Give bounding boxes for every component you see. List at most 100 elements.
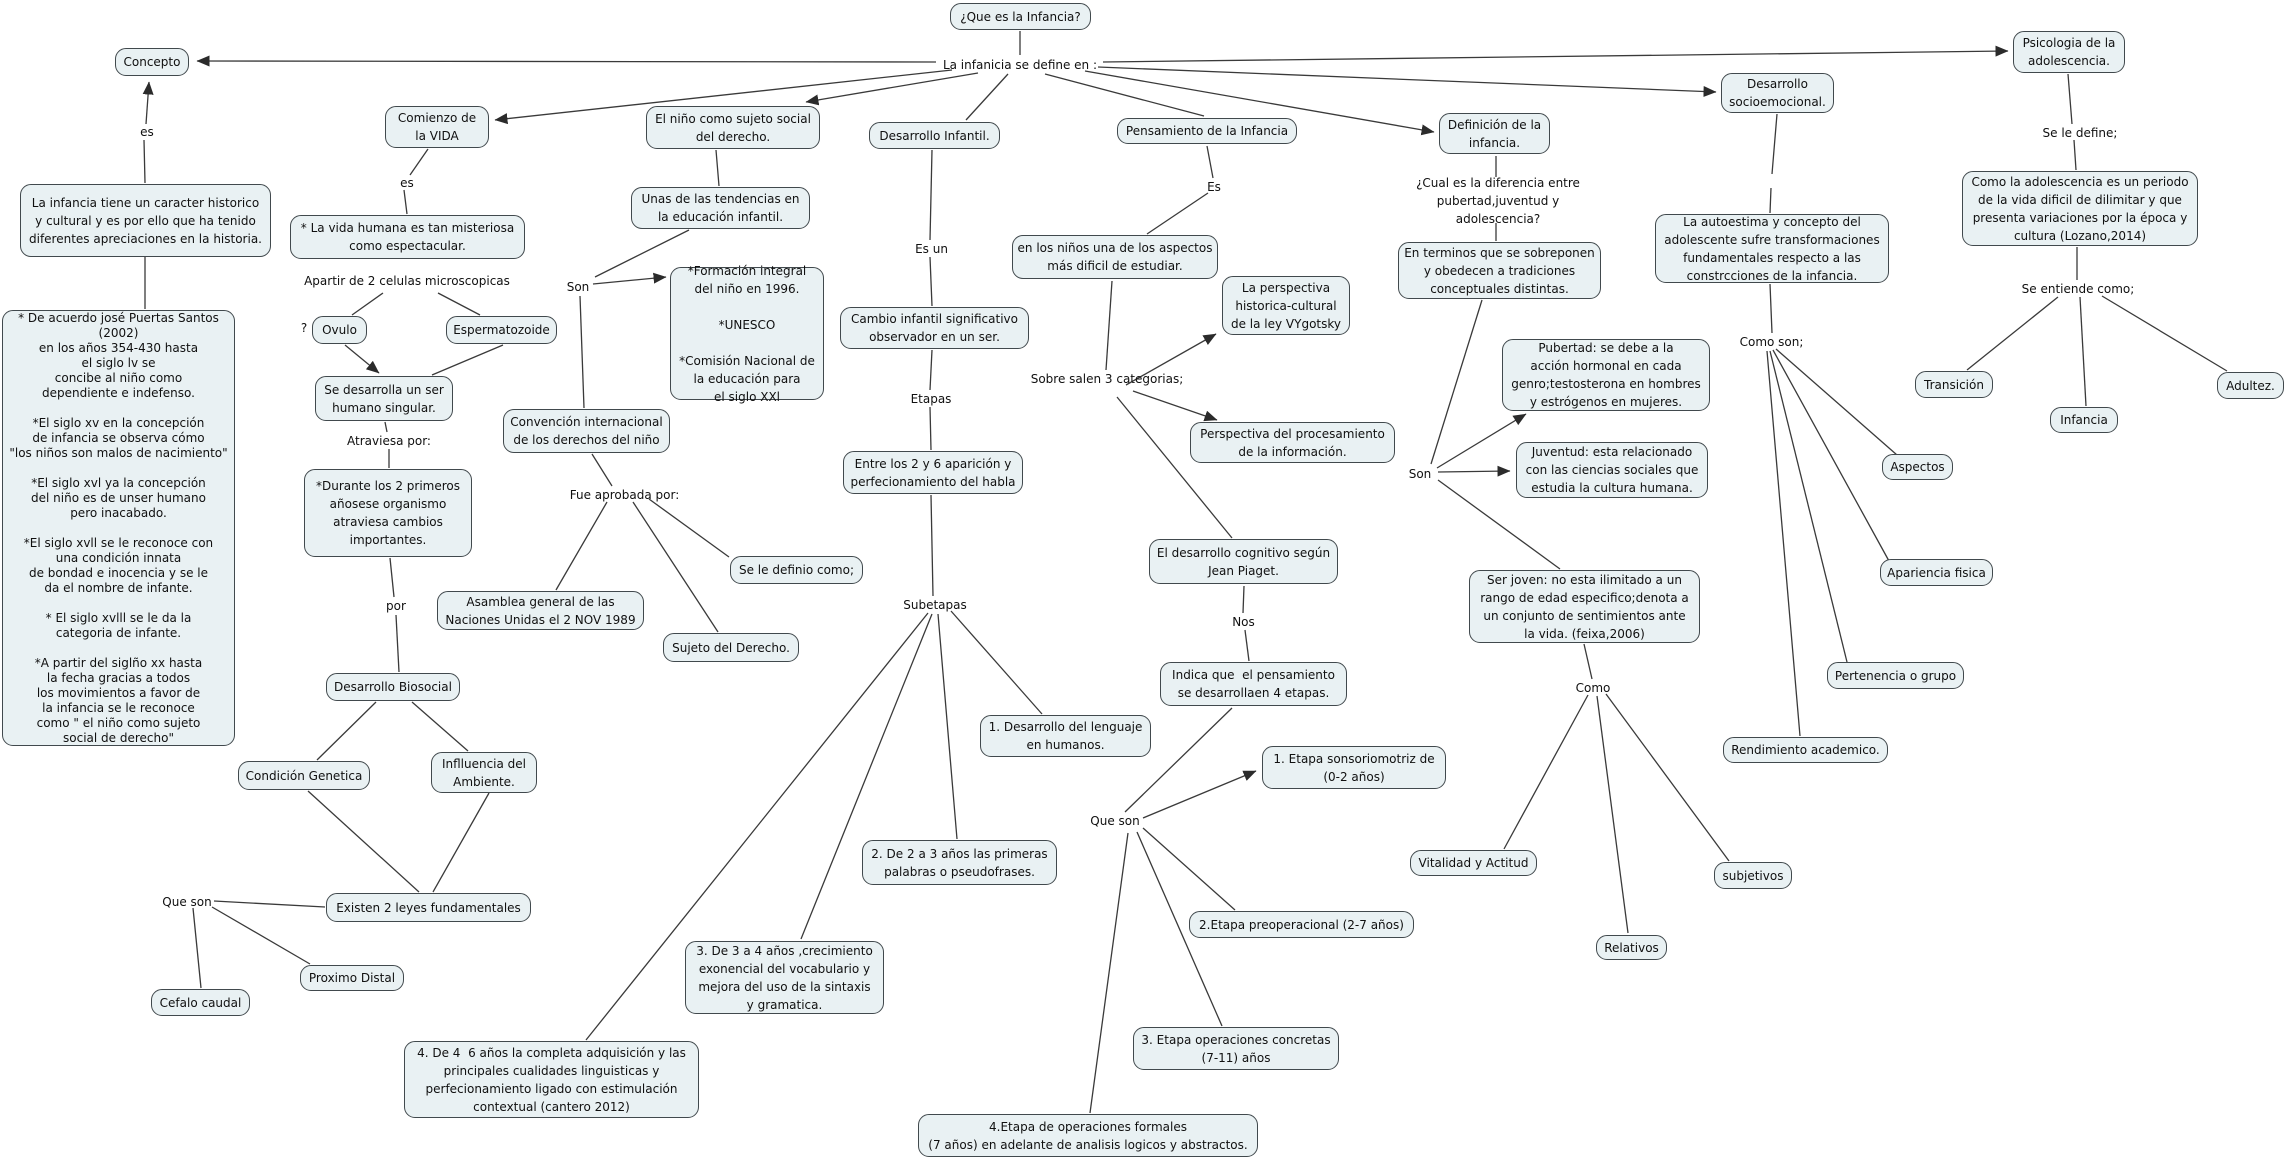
link-label-sobresalen-categorias[interactable]: Sobre salen 3 categorias; xyxy=(1030,371,1184,386)
concept-node-ser-humano-singular[interactable]: Se desarrolla un ser humano singular. xyxy=(315,376,453,421)
concept-node-subetapa-3[interactable]: 3. De 3 a 4 años ,crecimiento exonencial… xyxy=(685,941,884,1014)
concept-node-apariencia-fisica[interactable]: Apariencia fisica xyxy=(1880,559,1993,586)
link-label-se-le-define[interactable]: Se le define; xyxy=(2042,125,2118,140)
concept-node-autoestima[interactable]: La autoestima y concepto del adolescente… xyxy=(1655,214,1889,283)
link-label-como-son[interactable]: Como son; xyxy=(1739,334,1804,349)
link-label-etapas[interactable]: Etapas xyxy=(910,391,952,406)
edge-line xyxy=(805,72,979,106)
concept-node-historia-siglos[interactable]: * De acuerdo josé Puertas Santos (2002) … xyxy=(2,310,235,746)
concept-node-vitalidad-actitud[interactable]: Vitalidad y Actitud xyxy=(1410,850,1537,876)
concept-node-relativos[interactable]: Relativos xyxy=(1596,935,1667,960)
concept-node-sujeto-del-derecho[interactable]: Sujeto del Derecho. xyxy=(663,633,799,662)
concept-node-adolescencia-periodo[interactable]: Como la adolescencia es un periodo de la… xyxy=(1962,171,2198,246)
edge-line xyxy=(929,349,933,391)
edge-line xyxy=(929,406,932,451)
concept-node-cambio-infantil[interactable]: Cambio infantil significativo observador… xyxy=(840,307,1029,349)
link-label-nos[interactable]: Nos xyxy=(1232,614,1255,629)
link-label-es-concepto[interactable]: es xyxy=(140,124,154,139)
link-label-apartir-celulas[interactable]: Apartir de 2 celulas microscopicas xyxy=(304,273,510,288)
link-label-se-entiende-como[interactable]: Se entiende como; xyxy=(2021,281,2135,296)
edge-line xyxy=(592,272,667,285)
concept-node-rendimiento-academico[interactable]: Rendimiento academico. xyxy=(1723,737,1888,763)
concept-node-tendencias-educacion[interactable]: Unas de las tendencias en la educación i… xyxy=(631,187,810,229)
link-label-es-comienzo[interactable]: es xyxy=(400,175,414,190)
concept-node-etapa-3-concretas[interactable]: 3. Etapa operaciones concretas (7-11) añ… xyxy=(1133,1027,1339,1070)
concept-node-entre-2-y-6[interactable]: Entre los 2 y 6 aparición y perfecionami… xyxy=(843,451,1023,494)
concept-node-perspectiva-procesamiento[interactable]: Perspectiva del procesamiento de la info… xyxy=(1190,422,1395,463)
link-label-que-son-etapas[interactable]: Que son xyxy=(1090,813,1140,828)
link-label-como[interactable]: Como xyxy=(1575,680,1611,695)
edge-line xyxy=(1605,693,1730,862)
concept-node-etapa-2-preoperacional[interactable]: 2.Etapa preoperacional (2-7 años) xyxy=(1189,911,1414,938)
link-label-es-pensamiento[interactable]: Es xyxy=(1207,179,1221,194)
concept-node-influencia-ambiente[interactable]: Inflluencia del Ambiente. xyxy=(431,752,537,793)
link-label-fue-aprobada-por[interactable]: Fue aprobada por: xyxy=(569,487,680,502)
link-label-son-definicion[interactable]: Son xyxy=(1408,467,1432,481)
edge-line xyxy=(632,501,719,633)
concept-node-infancia[interactable]: Infancia xyxy=(2050,407,2118,433)
concept-node-nino-sujeto-social[interactable]: El niño como sujeto social del derecho. xyxy=(646,106,820,149)
edge-line xyxy=(591,453,613,487)
concept-node-concepto[interactable]: Concepto xyxy=(115,48,189,76)
link-label-es-un[interactable]: Es un xyxy=(915,241,948,256)
concept-node-ovulo[interactable]: Ovulo xyxy=(312,316,367,344)
concept-node-pubertad[interactable]: Pubertad: se debe a la acción hormonal e… xyxy=(1502,339,1710,411)
edge-line xyxy=(1125,333,1217,386)
concept-node-dos-leyes[interactable]: Existen 2 leyes fundamentales xyxy=(326,893,531,922)
concept-node-etapa-4-formales[interactable]: 4.Etapa de operaciones formales (7 años)… xyxy=(918,1114,1258,1157)
edge-line xyxy=(192,907,202,989)
concept-node-condicion-genetica[interactable]: Condición Genetica xyxy=(238,761,370,790)
concept-node-subetapa-2[interactable]: 2. De 2 a 3 años las primeras palabras o… xyxy=(862,840,1057,885)
link-label-subetapas[interactable]: Subetapas xyxy=(903,597,967,612)
concept-node-question-title[interactable]: ¿Que es la Infancia? xyxy=(950,3,1091,30)
link-label-son-nino[interactable]: Son xyxy=(566,280,590,294)
concept-node-aspectos-dificiles[interactable]: en los niños una de los aspectos más dif… xyxy=(1012,235,1218,279)
concept-node-caracter-historico[interactable]: La infancia tiene un caracter historico … xyxy=(20,184,271,257)
concept-node-juventud[interactable]: Juventud: esta relacionado con las cienc… xyxy=(1516,442,1708,498)
concept-node-comienzo-vida[interactable]: Comienzo de la VIDA xyxy=(385,106,489,148)
link-label-se-define-en[interactable]: La infanicia se define en : xyxy=(942,57,1098,72)
concept-node-subetapa-4[interactable]: 4. De 4 6 años la completa adquisición y… xyxy=(404,1041,699,1118)
edge-line xyxy=(1769,350,1848,663)
concept-node-subetapa-1-lenguaje[interactable]: 1. Desarrollo del lenguaje en humanos. xyxy=(980,715,1151,757)
concept-node-convencion-derechos[interactable]: Convención internacional de los derechos… xyxy=(503,409,670,453)
concept-node-ser-joven[interactable]: Ser joven: no esta ilimitado a un rango … xyxy=(1469,570,1700,643)
edge-line xyxy=(432,792,490,893)
concept-node-etapa-1-sensoriomotriz[interactable]: 1. Etapa sonsoriomotriz de (0-2 años) xyxy=(1262,746,1446,789)
concept-node-durante-2-primeros[interactable]: *Durante los 2 primeros añosese organism… xyxy=(304,469,472,557)
concept-node-transicion[interactable]: Transición xyxy=(1915,371,1993,398)
concept-node-asamblea-onu[interactable]: Asamblea general de las Naciones Unidas … xyxy=(437,591,644,630)
concept-node-espermatozoide[interactable]: Espermatozoide xyxy=(446,316,557,344)
concept-node-pertenencia-grupo[interactable]: Pertenencia o grupo xyxy=(1827,662,1964,689)
concept-node-psicologia-adolescencia[interactable]: Psicologia de la adolescencia. xyxy=(2013,31,2125,73)
edge-line xyxy=(2067,73,2073,125)
concept-node-formacion-integral[interactable]: *Formación integral del niño en 1996. *U… xyxy=(670,264,824,404)
link-label-atraviesa-por[interactable]: Atraviesa por: xyxy=(347,433,431,448)
link-label-question-mark[interactable]: ? xyxy=(300,320,308,335)
concept-node-desarrollo-infantil[interactable]: Desarrollo Infantil. xyxy=(869,122,1000,149)
concept-node-se-le-definio[interactable]: Se le definio como; xyxy=(730,556,863,584)
concept-node-cefalo-caudal[interactable]: Cefalo caudal xyxy=(151,989,250,1016)
concept-node-subjetivos[interactable]: subjetivos xyxy=(1714,862,1792,889)
concept-node-proximo-distal[interactable]: Proximo Distal xyxy=(300,965,404,991)
concept-node-adultez[interactable]: Adultez. xyxy=(2217,372,2284,399)
concept-node-aspectos[interactable]: Aspectos xyxy=(1882,454,1953,480)
link-label-por[interactable]: por xyxy=(386,599,406,613)
edge-line xyxy=(1437,465,1511,477)
link-label-cual-diferencia[interactable]: ¿Cual es la diferencia entre pubertad,ju… xyxy=(1416,175,1580,226)
concept-node-desarrollo-biosocial[interactable]: Desarrollo Biosocial xyxy=(326,673,460,701)
edge-line xyxy=(1775,348,1898,456)
edge-line xyxy=(344,344,380,374)
concept-node-desarrollo-socioemocional[interactable]: Desarrollo socioemocional. xyxy=(1721,73,1834,113)
link-label-que-son-leyes[interactable]: Que son xyxy=(162,894,212,909)
concept-node-pensamiento-infancia[interactable]: Pensamiento de la Infancia xyxy=(1117,118,1297,144)
concept-node-piaget[interactable]: El desarrollo cognitivo según Jean Piage… xyxy=(1149,539,1338,584)
edge-line xyxy=(1142,827,1236,911)
concept-node-perspectiva-historico-cultural[interactable]: La perspectiva historica-cultural de la … xyxy=(1222,276,1350,335)
concept-node-terminos-sobreponen[interactable]: En terminos que se sobreponen y obedecen… xyxy=(1398,242,1601,299)
concept-node-vida-humana[interactable]: * La vida humana es tan misteriosa como … xyxy=(290,215,525,259)
concept-node-definicion-infancia[interactable]: Definición de la infancia. xyxy=(1439,113,1550,154)
edge-line xyxy=(1583,643,1593,680)
concept-node-indica-4-etapas[interactable]: Indica que el pensamiento se desarrollae… xyxy=(1160,662,1347,706)
